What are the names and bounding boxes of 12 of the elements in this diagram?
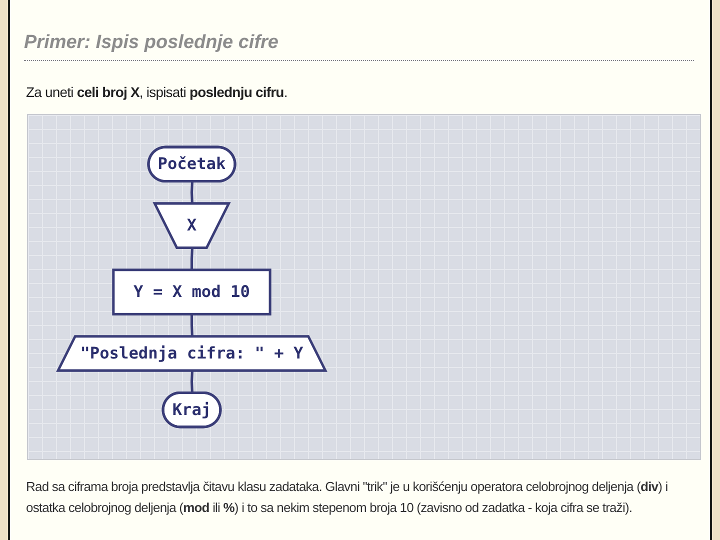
caption: Rad sa ciframa broja predstavlja čitavu klasu zadataka. Glavni "trik" je u korišćenju operatora celobrojnog deljenja (div) i ostatka celobrojnog deljenja (mod ili %) i to sa nekim stepenom broja 10 (zavisno od zadatka - koja cifra se traži). xyxy=(26,478,669,517)
connector-line xyxy=(190,248,194,270)
title: Primer: Ispis poslednje cifre xyxy=(24,32,278,54)
connector-line xyxy=(190,182,194,204)
input-node: X xyxy=(152,202,231,249)
terminal-node: Početak xyxy=(147,146,236,183)
connector-line xyxy=(190,371,194,394)
task-text: Za uneti celi broj X, ispisati poslednju cifru. xyxy=(26,84,288,100)
output-node: "Poslednja cifra: " + Y xyxy=(56,335,328,372)
process-box: Y = X mod 10 xyxy=(112,268,272,316)
connector-line xyxy=(190,314,194,337)
terminal-node: Kraj xyxy=(162,391,222,428)
